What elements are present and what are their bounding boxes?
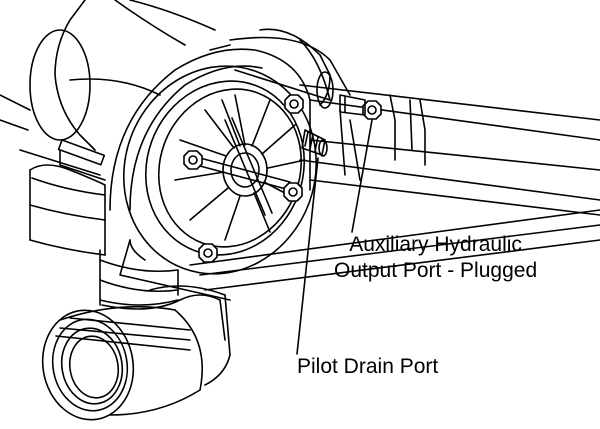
upper-cylinder xyxy=(234,28,334,109)
left-pipe xyxy=(29,164,106,256)
valve-body xyxy=(109,36,351,301)
callout-pilot-drain-port: Pilot Drain Port xyxy=(297,355,439,378)
callout-aux-line2: Output Port - Plugged xyxy=(334,259,538,282)
leader-line-pilot-drain xyxy=(296,157,319,355)
elbow-pipe xyxy=(99,249,231,386)
aux-port-fitting xyxy=(339,94,366,116)
callout-auxiliary-hydraulic-output-port: Auxiliary Hydraulic Output Port - Plugge… xyxy=(334,232,537,284)
flange-bolts xyxy=(183,94,382,263)
threaded-outlet xyxy=(41,305,203,421)
impeller-flange xyxy=(122,65,318,275)
leader-line-aux-port xyxy=(351,119,373,233)
motor-housing xyxy=(0,0,216,181)
manifold-rail xyxy=(189,84,600,291)
callout-aux-line1: Auxiliary Hydraulic xyxy=(349,233,522,256)
pilot-drain-fitting xyxy=(301,129,328,157)
